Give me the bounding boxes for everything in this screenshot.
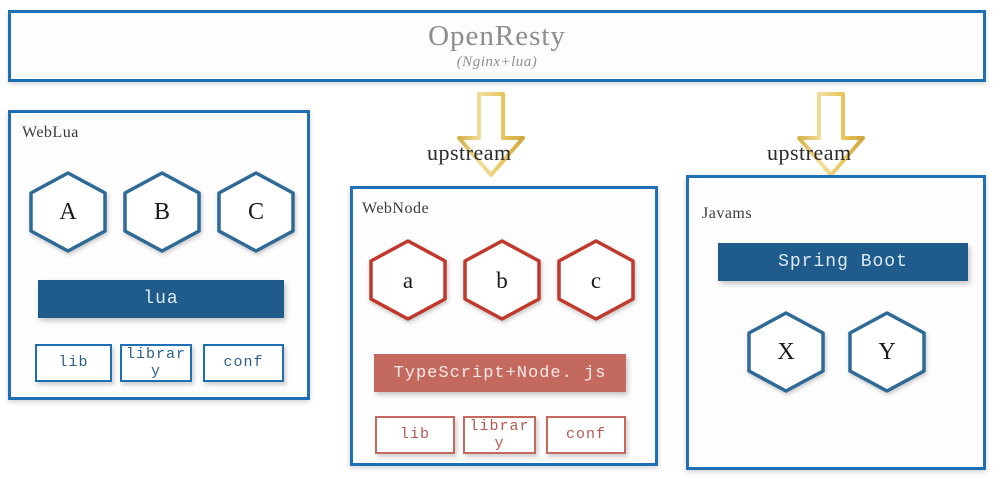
chip-conf-webnode-label: conf bbox=[565, 426, 606, 444]
bar-typescript-node[interactable]: TypeScript+Node. js bbox=[374, 354, 626, 392]
openresty-subtitle: (Nginx+lua) bbox=[456, 53, 538, 70]
chip-library-weblua[interactable]: library bbox=[120, 344, 192, 382]
hexagon-b-lower-label: b bbox=[496, 267, 508, 293]
chip-lib-webnode-label: lib bbox=[399, 426, 430, 444]
upstream-arrow-webnode bbox=[452, 92, 530, 178]
bar-lua-label: lua bbox=[143, 289, 179, 309]
bar-typescript-node-label: TypeScript+Node. js bbox=[393, 363, 607, 383]
hexagon-x-label: X bbox=[777, 339, 795, 365]
hexagon-c-lower-label: c bbox=[590, 267, 602, 293]
panel-webnode-title: WebNode bbox=[362, 200, 430, 217]
hexagon-a[interactable]: A bbox=[26, 170, 110, 254]
chip-conf-weblua[interactable]: conf bbox=[203, 344, 284, 382]
chip-lib-webnode[interactable]: lib bbox=[375, 416, 455, 454]
hexagon-c-lower[interactable]: c bbox=[554, 238, 638, 322]
hexagon-c[interactable]: C bbox=[214, 170, 298, 254]
panel-javams bbox=[686, 175, 986, 470]
hexagon-b-label: B bbox=[153, 199, 170, 225]
panel-javams-title: Javams bbox=[702, 205, 753, 222]
hexagon-a-lower[interactable]: a bbox=[366, 238, 450, 322]
hexagon-a-label: A bbox=[59, 199, 77, 225]
upstream-label-webnode: upstream bbox=[427, 140, 512, 165]
hexagon-c-label: C bbox=[247, 199, 264, 225]
hexagon-x[interactable]: X bbox=[744, 310, 828, 394]
hexagon-y-label: Y bbox=[878, 339, 896, 365]
hexagon-a-lower-label: a bbox=[402, 267, 414, 293]
hexagon-y[interactable]: Y bbox=[845, 310, 929, 394]
upstream-label-javams: upstream bbox=[767, 140, 852, 165]
upstream-arrow-javams bbox=[792, 92, 870, 178]
hexagon-b[interactable]: B bbox=[120, 170, 204, 254]
bar-lua[interactable]: lua bbox=[38, 280, 284, 318]
chip-library-webnode-label: library bbox=[469, 417, 530, 452]
bar-spring-boot[interactable]: Spring Boot bbox=[718, 243, 968, 281]
chip-conf-webnode[interactable]: conf bbox=[546, 416, 626, 454]
chip-library-webnode[interactable]: library bbox=[463, 416, 536, 454]
hexagon-b-lower[interactable]: b bbox=[460, 238, 544, 322]
openresty-title: OpenResty bbox=[428, 20, 566, 53]
bar-spring-boot-label: Spring Boot bbox=[778, 252, 908, 272]
openresty-banner: OpenResty (Nginx+lua) bbox=[8, 10, 986, 82]
chip-library-weblua-label: library bbox=[125, 345, 186, 380]
chip-lib-weblua-label: lib bbox=[58, 354, 89, 372]
chip-conf-weblua-label: conf bbox=[223, 354, 264, 372]
panel-weblua-title: WebLua bbox=[22, 124, 79, 141]
chip-lib-weblua[interactable]: lib bbox=[35, 344, 112, 382]
